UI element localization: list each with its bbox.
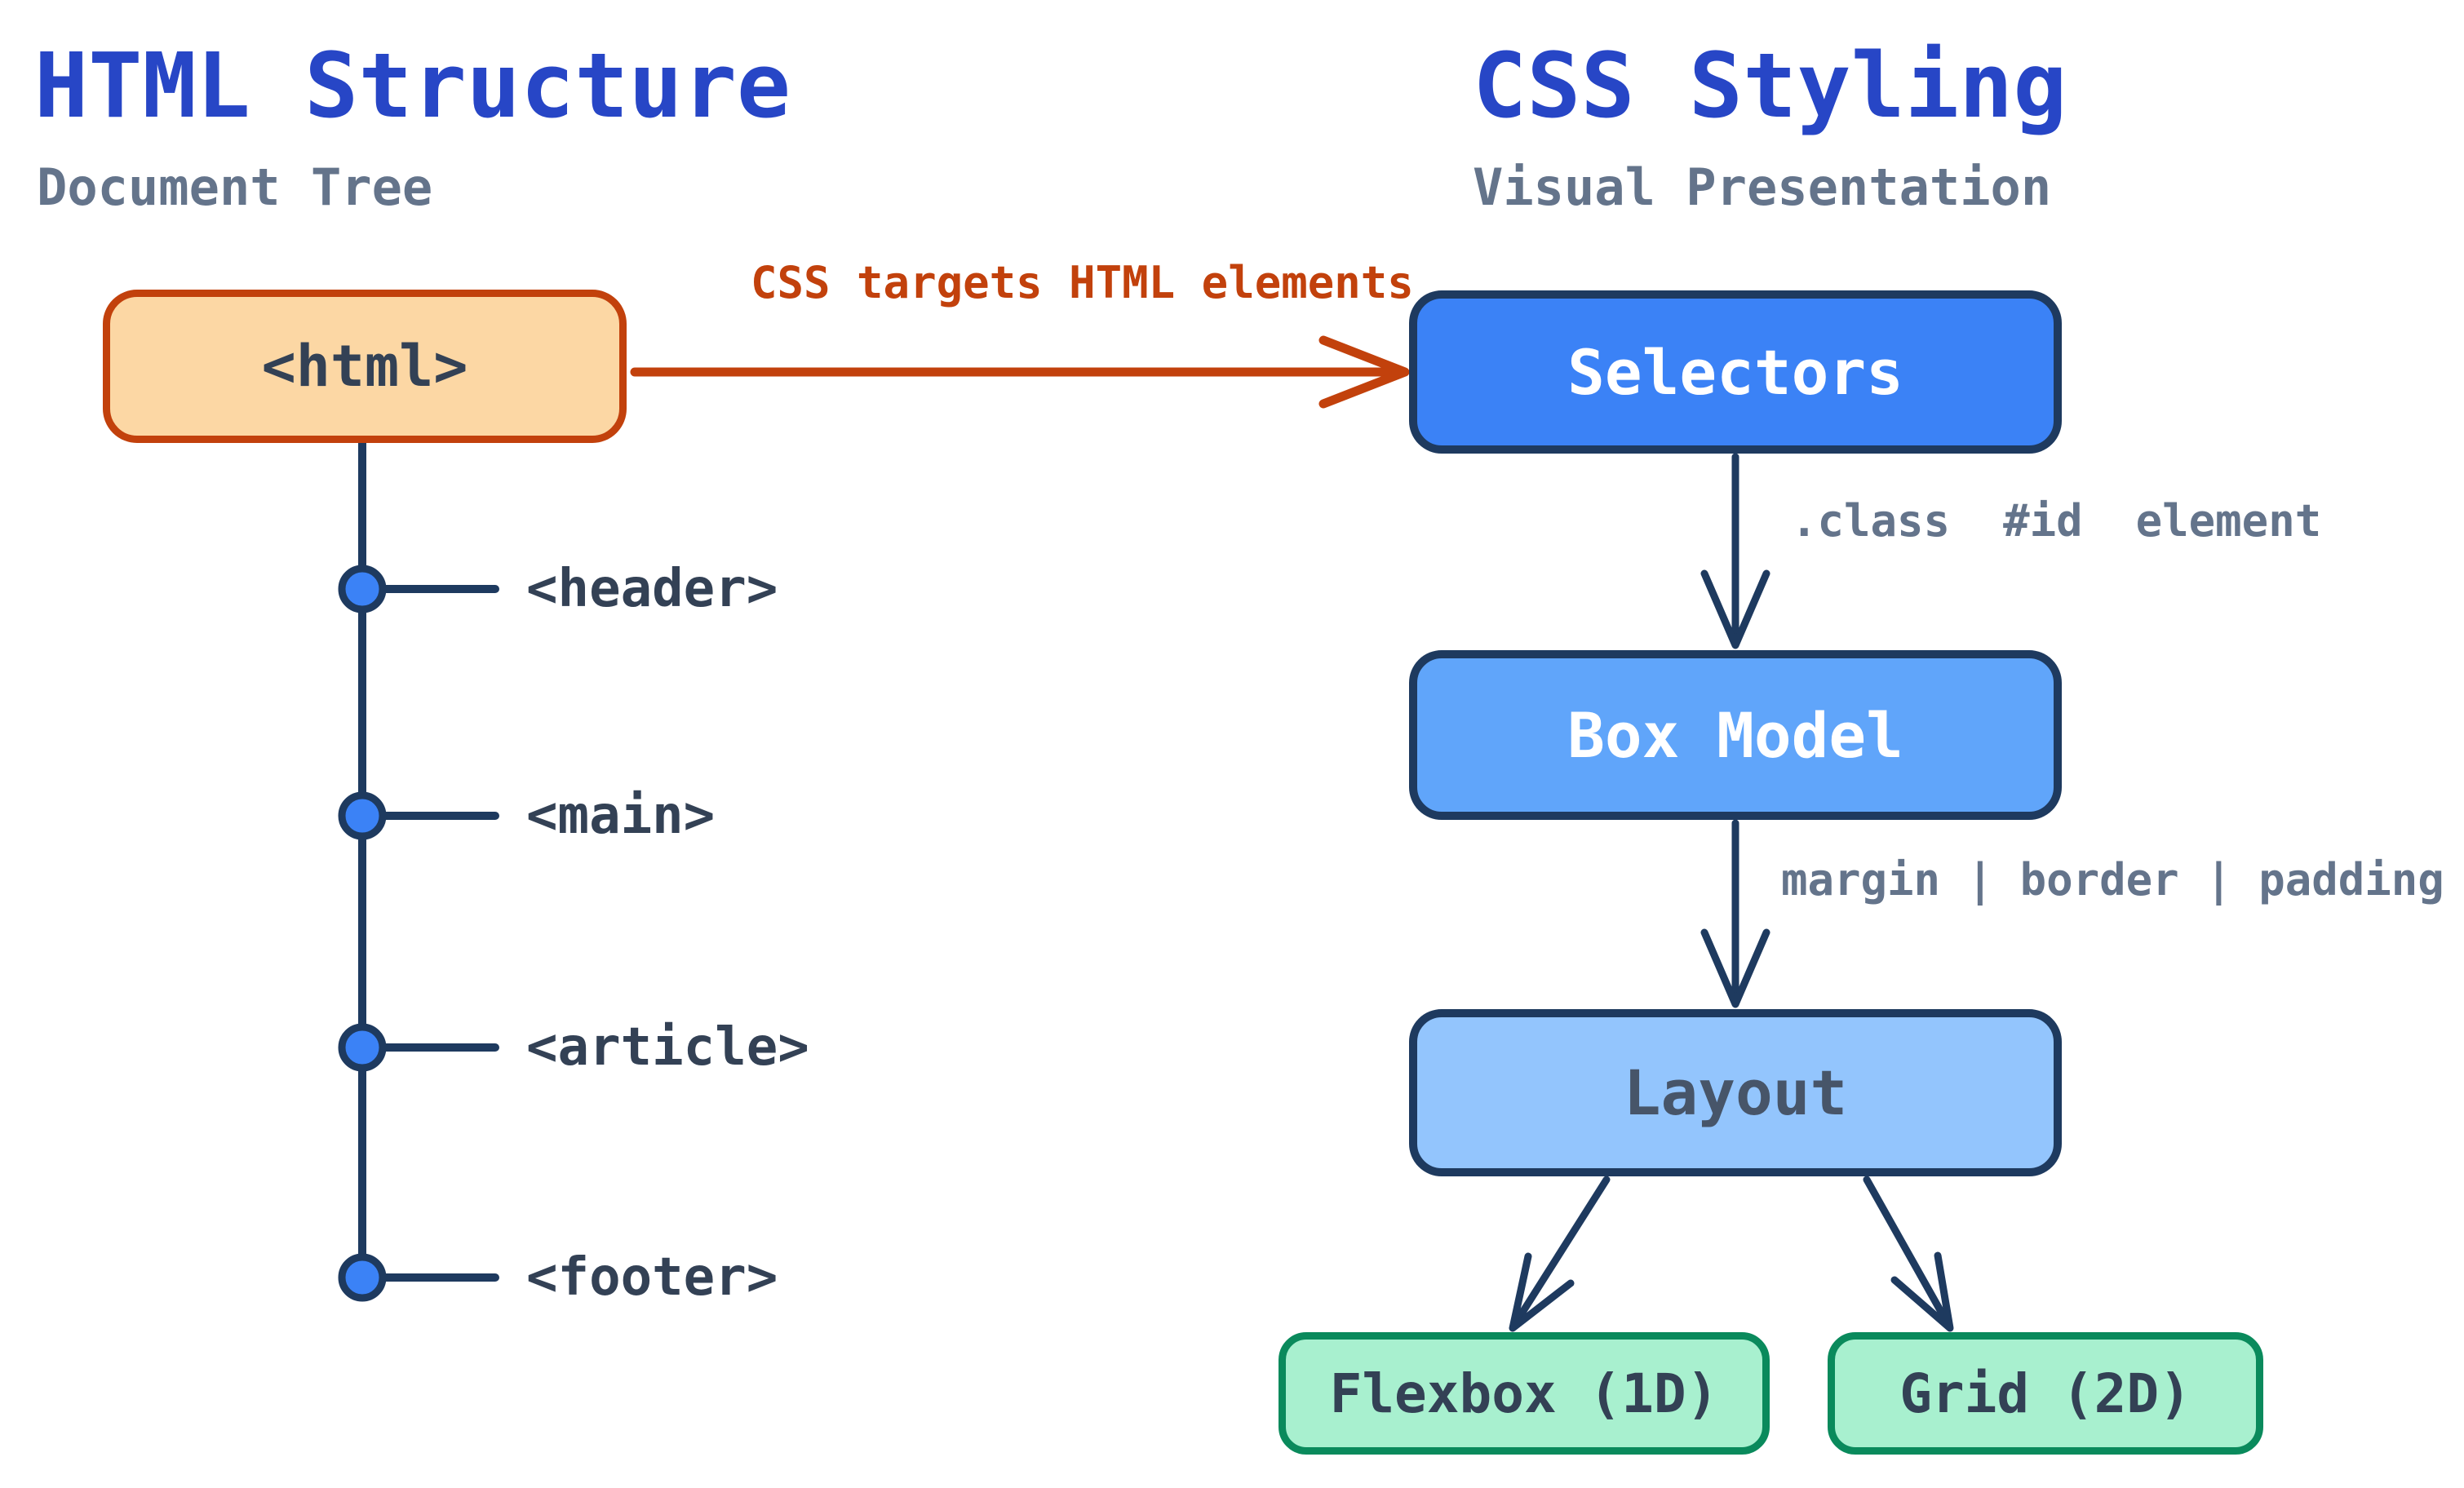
tree-label-header: <header> (526, 559, 778, 619)
tree-node-dot-footer (338, 1253, 387, 1302)
boxmodel-edge-label: margin | border | padding (1781, 854, 2444, 906)
boxmodel-to-layout-arrowhead (1700, 928, 1770, 1008)
box-model-label: Box Model (1567, 698, 1903, 772)
layout-to-flexbox-arrow-shaft (1515, 1176, 1611, 1322)
layout-to-grid-arrowhead (1890, 1251, 1954, 1332)
css-targets-arrowhead (1318, 335, 1410, 409)
layout-to-flexbox-arrowhead (1509, 1252, 1575, 1332)
visual-presentation-subtitle: Visual Presentation (1473, 157, 2052, 217)
selectors-node: Selectors (1409, 290, 2062, 454)
layout-to-grid-arrow-shaft (1863, 1176, 1948, 1322)
flexbox-node: Flexbox (1D) (1279, 1332, 1770, 1455)
flexbox-label: Flexbox (1D) (1329, 1362, 1719, 1425)
html-root-node: <html> (103, 290, 627, 443)
layout-node: Layout (1409, 1009, 2062, 1176)
css-targets-arrow-label: CSS targets HTML elements (751, 257, 1414, 308)
tree-node-dot-main (338, 791, 387, 840)
selectors-label: Selectors (1567, 335, 1903, 409)
tree-label-article: <article> (526, 1017, 809, 1078)
selectors-edge-label: .class #id element (1791, 495, 2322, 547)
grid-node: Grid (2D) (1828, 1332, 2263, 1455)
layout-label: Layout (1623, 1056, 1848, 1129)
html-structure-title: HTML Structure (34, 33, 791, 138)
box-model-node: Box Model (1409, 650, 2062, 820)
css-styling-title: CSS Styling (1473, 33, 2067, 138)
tree-node-dot-header (338, 565, 387, 613)
tree-label-footer: <footer> (526, 1247, 778, 1308)
document-tree-subtitle: Document Tree (37, 157, 433, 217)
selectors-to-boxmodel-arrowhead (1700, 569, 1770, 649)
html-root-label: <html> (261, 333, 468, 400)
tree-label-main: <main> (526, 786, 716, 846)
grid-label: Grid (2D) (1899, 1362, 2191, 1425)
tree-node-dot-article (338, 1023, 387, 1072)
